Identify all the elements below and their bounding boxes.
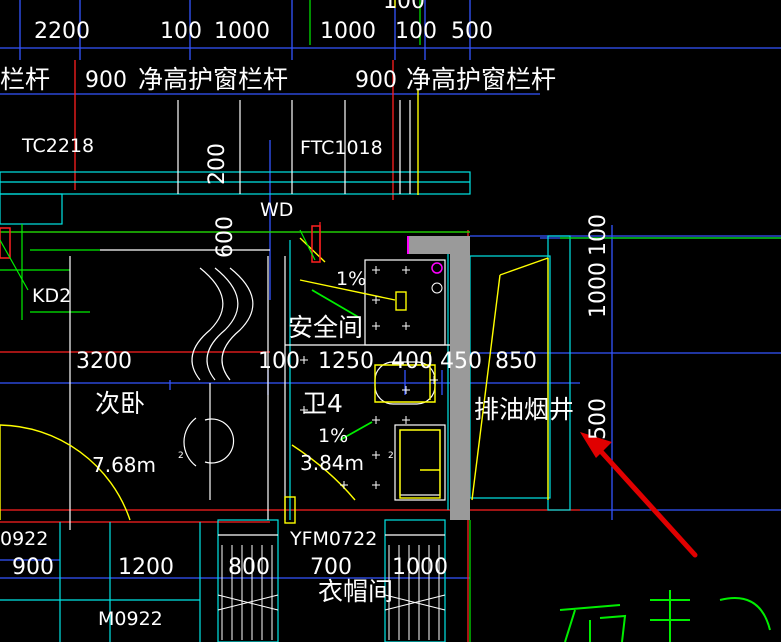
window-label: TC2218 [21,135,94,157]
dim-right-500: 500 [586,398,611,440]
dim-700: 700 [310,555,352,580]
room-area: 3.84m [300,451,364,475]
dim-200: 200 [205,143,230,185]
slope-label: 1% [318,425,348,447]
slope-arrows [311,289,373,441]
leader-lines [0,229,316,291]
dim-1250: 1250 [318,349,374,374]
annotation-texts: 栏杆 净高护窗栏杆 净高护窗栏杆 TC2218 FTC1018 WD KD2 0… [0,65,556,630]
area-superscript: 2 [388,451,394,461]
shaft-wall-top [408,236,470,254]
railing-label: 净高护窗栏杆 [406,65,556,94]
railing-label: 净高护窗栏杆 [138,65,288,94]
dim-400: 400 [391,349,433,374]
dim-3200: 3200 [76,349,132,374]
dim-right-100: 100 [586,214,611,256]
tile-marks [300,266,438,489]
yellow-elements [0,0,549,524]
dim-900: 900 [12,555,54,580]
room-second-bedroom: 次卧 [95,389,145,418]
dim-100-top: 100 [383,0,425,14]
area-superscript: 2 [178,451,184,461]
door-label: 0922 [0,528,48,550]
railing-label: 栏杆 [0,65,50,94]
shaft-wall [450,236,470,520]
dim-900: 900 [355,68,397,93]
door-label: M0922 [98,608,163,630]
door-label: YFM0722 [289,528,377,550]
dim-900: 900 [85,68,127,93]
dim-800: 800 [228,555,270,580]
handwriting [559,590,771,642]
dim-1000: 1000 [320,19,376,44]
dim-right-1000: 1000 [586,262,611,318]
slope-label: 1% [336,268,366,290]
dimension-texts: 2200 100 1000 1000 100 500 100 900 900 2… [12,0,611,580]
room-cloakroom: 衣帽间 [318,577,393,606]
dim-1000: 1000 [392,555,448,580]
kd-label: KD2 [32,285,71,307]
room-safety: 安全间 [288,313,363,342]
dim-450: 450 [440,349,482,374]
dim-500: 500 [451,19,493,44]
dim-850: 850 [495,349,537,374]
room-bathroom: 卫4 [302,389,343,418]
dimension-lines [0,0,781,579]
dim-1000: 1000 [214,19,270,44]
room-texts: 安全间 次卧 7.68m 2 卫4 3.84m 2 排油烟井 衣帽间 [92,313,574,606]
window-label: FTC1018 [300,137,383,159]
door-symbol [0,225,321,263]
annotation-arrow [580,432,698,558]
wardrobe-hangers [217,545,446,640]
room-area: 7.68m [92,453,156,477]
dim-2200: 2200 [34,19,90,44]
window-lines [0,171,571,642]
wd-label: WD [260,199,293,221]
dim-100: 100 [395,19,437,44]
dim-1200: 1200 [118,555,174,580]
dim-600: 600 [213,216,238,258]
room-exhaust-shaft: 排油烟井 [474,395,574,424]
dim-100: 100 [258,349,300,374]
dim-100: 100 [160,19,202,44]
